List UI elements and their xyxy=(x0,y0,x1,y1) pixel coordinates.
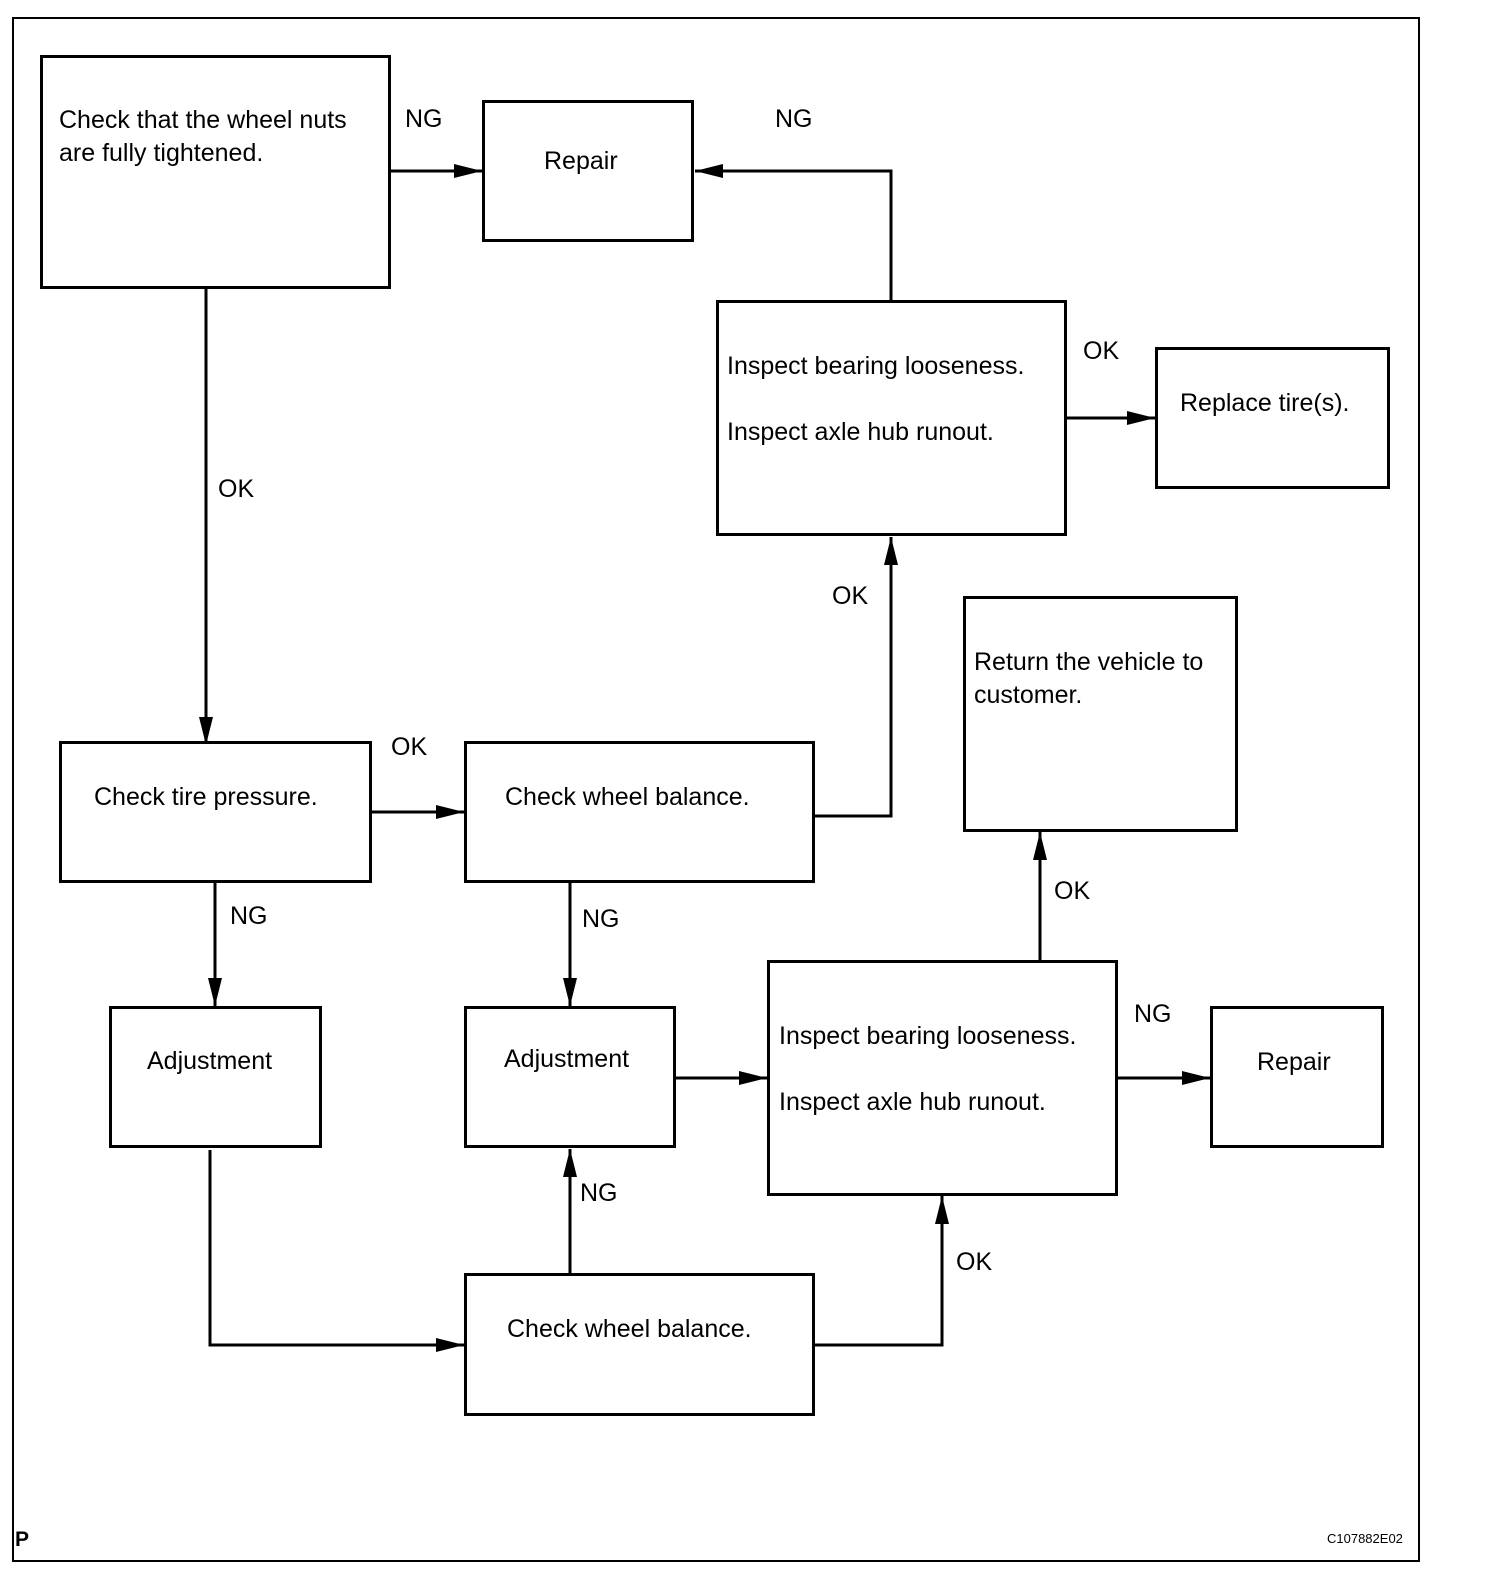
box-return-vehicle: Return the vehicle to customer. xyxy=(963,596,1238,832)
box-inspect-top-line1: Inspect bearing looseness. xyxy=(727,352,1025,380)
box-inspect-bottom-line1: Inspect bearing looseness. xyxy=(779,1022,1077,1050)
label-balance2-ok: OK xyxy=(956,1248,993,1276)
box-check-wheel-balance-2-text: Check wheel balance. xyxy=(507,1315,752,1343)
label-balance1-ok: OK xyxy=(832,582,869,610)
arrow-balance1-to-inspect-top xyxy=(812,537,898,818)
box-adjustment-mid: Adjustment xyxy=(464,1006,676,1148)
label-inspect-top-ng: NG xyxy=(775,105,813,133)
label-nuts-ok: OK xyxy=(218,475,255,503)
box-check-wheel-balance-1-text: Check wheel balance. xyxy=(505,783,750,811)
label-balance2-ng: NG xyxy=(580,1179,618,1207)
box-check-tire-pressure: Check tire pressure. xyxy=(59,741,372,883)
box-adjustment-mid-text: Adjustment xyxy=(504,1045,630,1073)
box-inspect-top-line2: Inspect axle hub runout. xyxy=(727,418,994,446)
box-return-vehicle-text: Return the vehicle to customer. xyxy=(974,648,1204,709)
box-check-wheel-nuts-text: Check that the wheel nuts are fully tigh… xyxy=(59,106,347,167)
arrow-balance2-to-inspect-bottom xyxy=(812,1196,949,1347)
box-check-tire-pressure-text: Check tire pressure. xyxy=(94,783,318,811)
box-repair-top-text: Repair xyxy=(544,147,618,175)
diagram-frame xyxy=(12,17,1420,1562)
box-inspect-top: Inspect bearing looseness. Inspect axle … xyxy=(716,300,1067,536)
box-repair-top: Repair xyxy=(482,100,694,242)
label-inspect-bottom-ng: NG xyxy=(1134,1000,1172,1028)
box-inspect-bottom-line2: Inspect axle hub runout. xyxy=(779,1088,1046,1116)
label-pressure-ng: NG xyxy=(230,902,268,930)
figure-code: C107882E02 xyxy=(1327,1531,1403,1546)
arrow-inspect-top-to-repair xyxy=(695,164,893,300)
corner-p-mark: P xyxy=(15,1528,30,1551)
arrow-adjustment-to-balance2 xyxy=(208,1150,464,1352)
label-inspect-top-ok: OK xyxy=(1083,337,1120,365)
box-replace-tires-text: Replace tire(s). xyxy=(1180,389,1350,417)
box-replace-tires: Replace tire(s). xyxy=(1155,347,1390,489)
box-check-wheel-balance-2: Check wheel balance. xyxy=(464,1273,815,1416)
box-check-wheel-balance-1: Check wheel balance. xyxy=(464,741,815,883)
box-inspect-bottom: Inspect bearing looseness. Inspect axle … xyxy=(767,960,1118,1196)
box-check-wheel-nuts: Check that the wheel nuts are fully tigh… xyxy=(40,55,391,289)
box-repair-bottom-text: Repair xyxy=(1257,1048,1331,1076)
box-repair-bottom: Repair xyxy=(1210,1006,1384,1148)
label-nuts-ng: NG xyxy=(405,105,443,133)
label-pressure-ok: OK xyxy=(391,733,428,761)
box-adjustment-left: Adjustment xyxy=(109,1006,322,1148)
label-balance1-ng: NG xyxy=(582,905,620,933)
box-adjustment-left-text: Adjustment xyxy=(147,1047,273,1075)
label-inspect-bottom-ok: OK xyxy=(1054,877,1091,905)
